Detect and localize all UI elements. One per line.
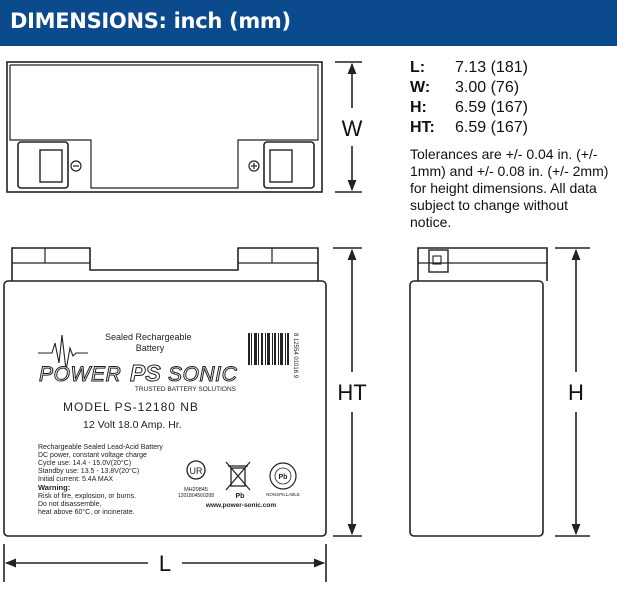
svg-text:UR: UR	[190, 466, 203, 476]
spec-row-width: W: 3.00 (76)	[410, 78, 528, 98]
minus-icon	[70, 160, 82, 172]
warning-line: Risk of fire, explosion, or burns.	[38, 493, 136, 500]
warning-line: heat above 60°C, or incinerate.	[38, 508, 135, 516]
spec-line: Rechargeable Sealed Lead-Acid Battery	[38, 444, 163, 451]
brand-ps: PS	[130, 360, 161, 386]
side-lid	[417, 247, 548, 281]
spec-row-length: L: 7.13 (181)	[410, 58, 528, 78]
height-dimension: H	[555, 247, 590, 537]
width-dimension: W	[335, 61, 363, 193]
barcode	[248, 333, 289, 365]
nonspillable-text: NONSPILLABLE	[266, 492, 300, 497]
top-view-outline	[6, 61, 323, 193]
sealed-text: Sealed Rechargeable	[105, 332, 192, 342]
front-view: Sealed Rechargeable Battery POWER PS SON…	[3, 247, 327, 537]
warning-title: Warning:	[38, 483, 70, 492]
spec-row-total-height: HT: 6.59 (167)	[410, 118, 528, 138]
ul-mark-icon: UR	[186, 460, 206, 480]
ul-number: 1201804560208	[178, 493, 214, 499]
spec-line: Initial current: 5.4A MAX	[38, 476, 113, 483]
side-body	[409, 280, 544, 537]
height-label: H	[568, 380, 584, 405]
brand-power: POWER	[39, 363, 121, 386]
tolerance-note: Tolerances are +/- 0.04 in. (+/- 1mm) an…	[410, 146, 609, 230]
total-height-dimension: HT	[333, 247, 367, 537]
website-text: www.power-sonic.com	[205, 502, 276, 509]
terminal-negative	[17, 141, 69, 189]
battery-text: Battery	[136, 343, 165, 353]
crossed-bin-icon	[225, 461, 251, 491]
warning-line: Do not disassemble,	[38, 501, 101, 508]
front-lid	[11, 247, 319, 281]
wave-logo-icon	[38, 334, 88, 371]
ul-id: MH20845	[184, 487, 208, 493]
svg-text:Pb: Pb	[279, 474, 288, 481]
model-text: MODEL PS-12180 NB	[63, 400, 199, 414]
spec-line: Standby use: 13.5 - 13.8V(20°C)	[38, 467, 139, 475]
side-terminal	[428, 249, 449, 273]
length-label: L	[159, 551, 171, 576]
top-view	[6, 61, 323, 193]
brand-tagline: TRUSTED BATTERY SOLUTIONS	[135, 386, 237, 393]
side-view	[409, 247, 548, 537]
dimension-spec-list: L: 7.13 (181) W: 3.00 (76) H: 6.59 (167) HT…	[410, 58, 528, 138]
front-body	[3, 280, 327, 537]
spec-line: Cycle use: 14.4 - 15.0V(20°C)	[38, 459, 131, 467]
barcode-number: 8 12554 01016 9	[292, 333, 298, 379]
terminal-tab	[269, 149, 293, 183]
spec-key: HT:	[410, 119, 435, 136]
header-banner: DIMENSIONS: inch (mm)	[0, 0, 617, 46]
terminal-positive	[263, 141, 315, 189]
pb-label: Pb	[236, 493, 245, 500]
spec-line: DC power, constant voltage charge	[38, 452, 147, 459]
spec-value: 6.59 (167)	[455, 119, 528, 136]
spec-value: 3.00 (76)	[455, 79, 520, 96]
terminal-tab	[39, 149, 63, 183]
spec-key: L:	[410, 59, 426, 76]
plus-icon	[248, 160, 260, 172]
spec-key: W:	[410, 79, 431, 96]
length-dimension: L	[3, 544, 327, 582]
brand-sonic: SONIC	[168, 363, 238, 386]
rating-text: 12 Volt 18.0 Amp. Hr.	[83, 419, 182, 431]
width-label: W	[342, 116, 363, 141]
total-height-label: HT	[337, 380, 366, 405]
spec-row-height: H: 6.59 (167)	[410, 98, 528, 118]
spec-value: 6.59 (167)	[455, 99, 528, 116]
page-title: DIMENSIONS: inch (mm)	[10, 9, 291, 33]
top-view-inner	[9, 64, 319, 189]
spec-value: 7.13 (181)	[455, 59, 528, 76]
recycle-seal-icon: Pb	[269, 462, 297, 490]
spec-key: H:	[410, 99, 427, 116]
